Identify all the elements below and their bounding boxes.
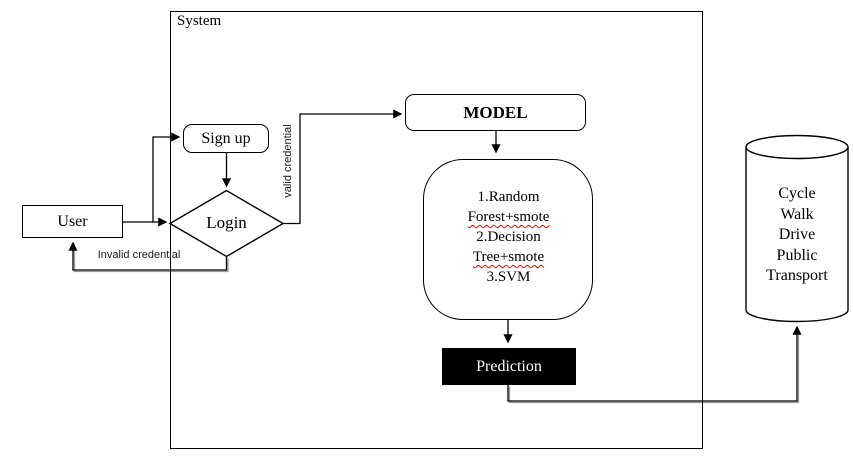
models-item-svm: 3.SVM [486, 269, 531, 285]
model-node: MODEL [405, 94, 586, 131]
prediction-node: Prediction [442, 348, 576, 385]
prediction-node-label: Prediction [476, 357, 542, 375]
edge-prediction-to-database-shadow [508, 332, 800, 404]
models-item-decision-tree-1: 2.Decision [476, 229, 541, 245]
signup-node: Sign up [183, 124, 269, 153]
system-label: System [177, 13, 222, 29]
user-node-label: User [57, 212, 88, 230]
login-node-label: Login [206, 213, 247, 232]
models-list-text: 1.Random Forest+smote 2.Decision Tree+sm… [423, 187, 594, 287]
database-line-public: Public [776, 246, 818, 264]
database-line-cycle: Cycle [778, 185, 816, 202]
database-cylinder-body [745, 147, 849, 323]
edge-login-to-user-invalid-shadow [73, 247, 229, 273]
model-node-label: MODEL [463, 102, 528, 122]
database-line-walk: Walk [780, 205, 814, 223]
user-node: User [22, 205, 123, 238]
database-line-drive: Drive [778, 226, 816, 243]
edge-login-to-user-invalid [68, 241, 228, 271]
models-item-random-forest-2: Forest+smote [467, 209, 550, 225]
models-item-decision-tree-2: Tree+smote [472, 249, 545, 265]
models-list-node [423, 159, 593, 320]
signup-node-label: Sign up [201, 129, 251, 147]
invalid-credential-edge-label: Invalid credential [97, 249, 181, 261]
database-cylinder-top [745, 134, 849, 160]
edge-login-to-model-valid [283, 109, 403, 225]
database-node-text: Cycle Walk Drive Public Transport [746, 184, 848, 287]
models-item-random-forest-1: 1.Random [477, 189, 540, 205]
database-line-transport: Transport [766, 267, 828, 284]
system-boundary-box [170, 11, 703, 449]
valid-credential-edge-label: valid credential [282, 124, 294, 198]
edge-prediction-to-database [507, 325, 802, 402]
